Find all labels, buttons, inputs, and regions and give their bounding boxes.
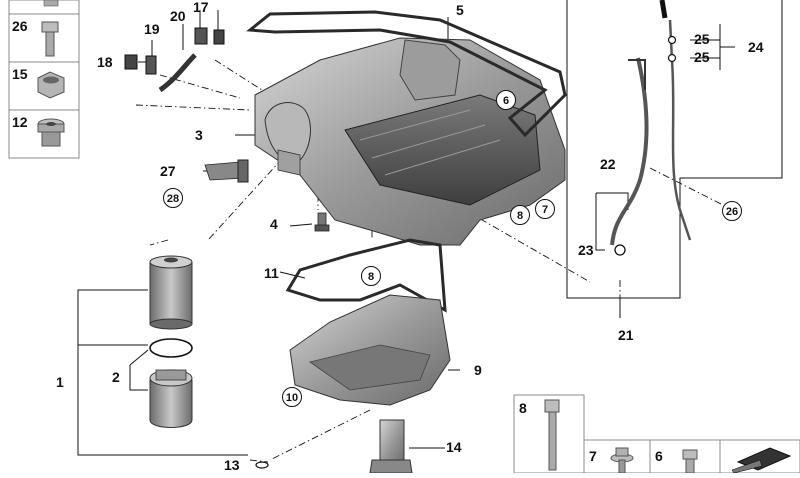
legend-left-frame <box>8 0 80 159</box>
oil-pan-lower[interactable] <box>289 294 451 406</box>
tool-wedge-icon <box>731 447 792 474</box>
callout-18[interactable]: 18 <box>97 54 113 70</box>
oil-filter-element[interactable] <box>149 255 193 330</box>
dipstick-frame <box>566 0 783 299</box>
callout-9[interactable]: 9 <box>474 362 482 378</box>
callout-23[interactable]: 23 <box>578 242 594 258</box>
short-bolt-icon <box>682 449 698 474</box>
long-bolt-icon <box>544 399 560 471</box>
callout-circled-28[interactable]: 28 <box>163 188 183 208</box>
bolt-icon <box>41 21 59 57</box>
legend-label-26[interactable]: 26 <box>12 18 28 34</box>
callout-19[interactable]: 19 <box>144 21 160 37</box>
callout-13[interactable]: 13 <box>224 457 240 473</box>
callout-25-upper[interactable]: 25 <box>694 31 710 47</box>
callout-25-lower[interactable]: 25 <box>694 49 710 65</box>
callout-5[interactable]: 5 <box>456 2 464 18</box>
callout-20[interactable]: 20 <box>170 8 186 24</box>
oil-sensor[interactable] <box>314 212 330 232</box>
callout-3[interactable]: 3 <box>195 127 203 143</box>
callout-circled-26[interactable]: 26 <box>722 201 742 221</box>
callout-circled-6[interactable]: 6 <box>496 90 516 110</box>
filter-o-ring[interactable] <box>149 338 193 358</box>
callout-1[interactable]: 1 <box>56 374 64 390</box>
callout-4[interactable]: 4 <box>270 216 278 232</box>
hex-nut-icon <box>37 71 65 99</box>
callout-22[interactable]: 22 <box>600 156 616 172</box>
callout-circled-8-upper[interactable]: 8 <box>510 205 530 225</box>
callout-2[interactable]: 2 <box>112 369 120 385</box>
oil-level-sensor[interactable] <box>204 159 249 183</box>
legend-label-7[interactable]: 7 <box>589 448 597 464</box>
oil-filter-cap[interactable] <box>149 369 193 428</box>
callout-circled-8-lower[interactable]: 8 <box>361 266 381 286</box>
oil-pan-upper[interactable] <box>254 37 566 246</box>
callout-circled-10[interactable]: 10 <box>282 387 302 407</box>
callout-24[interactable]: 24 <box>748 39 764 55</box>
callout-14[interactable]: 14 <box>446 439 462 455</box>
legend-label-12[interactable]: 12 <box>12 114 28 130</box>
legend-label-6[interactable]: 6 <box>655 448 663 464</box>
dipstick-guide-tube[interactable] <box>610 0 692 256</box>
legend-label-8[interactable]: 8 <box>519 400 527 416</box>
oil-pickup-tube[interactable] <box>369 419 413 474</box>
connector-parts[interactable] <box>124 27 225 93</box>
callout-11[interactable]: 11 <box>264 265 279 281</box>
callout-circled-7[interactable]: 7 <box>535 199 555 219</box>
callout-21[interactable]: 21 <box>618 327 634 343</box>
legend-label-15[interactable]: 15 <box>12 66 28 82</box>
seal-ring[interactable] <box>255 461 269 469</box>
upper-gasket[interactable] <box>246 10 567 138</box>
callout-17[interactable]: 17 <box>193 0 209 15</box>
flange-bolt-icon <box>610 447 634 474</box>
callout-27[interactable]: 27 <box>160 163 176 179</box>
plug-screw-icon <box>37 118 65 147</box>
bracket-lines <box>77 10 735 456</box>
lower-gasket[interactable] <box>285 238 447 313</box>
